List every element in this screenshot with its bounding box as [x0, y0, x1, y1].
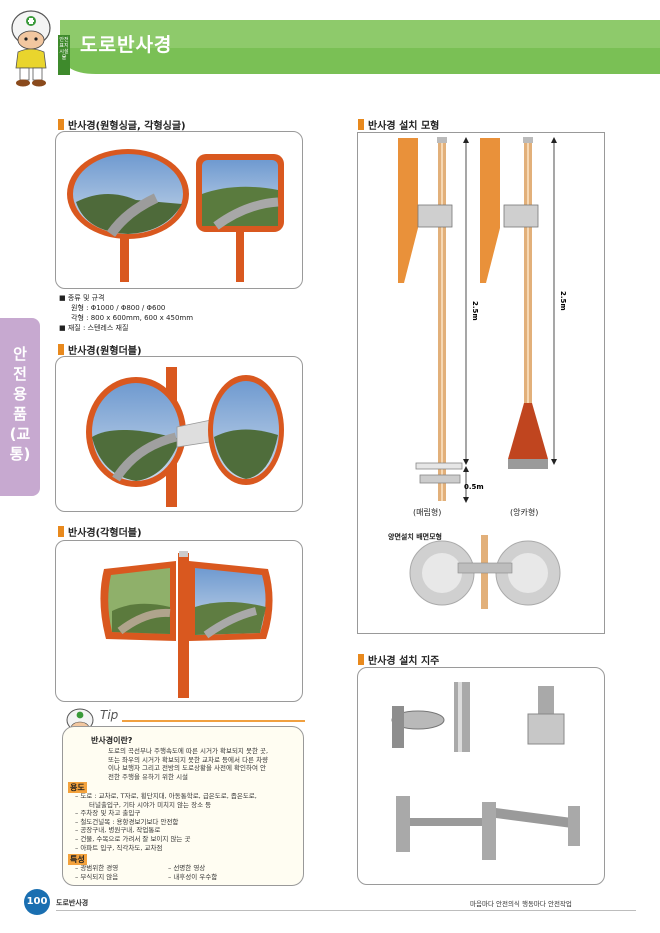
page-title: 도로반사경: [80, 34, 173, 56]
side-tab-label: 안전용품(교통): [9, 345, 31, 463]
spec-line: 원형 : Φ1000 / Φ800 / Φ600: [71, 304, 166, 312]
section-marker-icon: [58, 344, 64, 355]
page-number-badge: [24, 889, 50, 915]
spec-line: ■ 종류 및 규격: [59, 294, 105, 302]
round-double-mirror-image: [86, 367, 284, 507]
usage-line: – 철도건널목 : 용항경보기보다 안전함: [75, 817, 179, 826]
square-double-mirror-image: [100, 551, 273, 698]
tip-feature-title: 특성: [68, 854, 87, 865]
header-bar: [0, 18, 660, 76]
usage-line: – 공장구내, 병원구내, 작업통로: [75, 826, 161, 835]
footer-right-text: 마음마다 안전의식 행동마다 안전작업: [470, 900, 572, 908]
spec-line: ■ 재질 : 스텐레스 재질: [59, 324, 129, 332]
height-label-type1: 2.5m: [471, 301, 479, 321]
feature-line: – 선명한 영상: [168, 864, 206, 872]
header-badge: 안전 표지 시설물: [58, 35, 70, 75]
install-diagram: [398, 137, 561, 609]
section-marker-icon: [358, 119, 364, 130]
tip-box: 반사경이란? 도로의 곡선부나 주행속도에 따른 시거가 확보되지 못한 곳, …: [62, 726, 304, 886]
feature-line: – 광범위한 경영: [75, 864, 119, 872]
depth-label: 0.5m: [464, 483, 484, 491]
section-title-text: 반사경(각형더블): [68, 528, 142, 539]
product-frame-square-double: [55, 540, 303, 702]
height-label-type2: 2.5m: [559, 291, 567, 311]
tip-underline: [122, 720, 305, 722]
tip-question-body: 도로의 곡선부나 주행속도에 따른 시거가 확보되지 못한 곳, 또는 좌우의 …: [108, 747, 300, 781]
back-model-label: 양면설치 배면모형: [388, 533, 442, 541]
footer: 100 도로반사경 마음마다 안전의식 행동마다 안전작업: [0, 888, 660, 916]
tip-usage-list: – 도로 : 교차로, T자로, 횡단지대, 아동통학로, 급은도로, 좁은도로…: [75, 792, 301, 852]
single-mirrors-image: [67, 149, 284, 282]
section-marker-icon: [58, 119, 64, 130]
section-title-text: 반사경 설치 모형: [368, 121, 440, 132]
section-title-single: 반사경(원형싱글, 각형싱글): [58, 117, 186, 132]
tip-body-line: 또는 좌우의 시거가 확보되지 못한 교차로 등에서 다른 차량: [108, 755, 269, 764]
usage-line: – 아파트 입구, 직각차도, 교차점: [75, 843, 163, 852]
product-specs: ■ 종류 및 규격 원형 : Φ1000 / Φ800 / Φ600 각형 : …: [59, 293, 193, 333]
usage-line: – 도로 : 교차로, T자로, 횡단지대, 아동통학로, 급은도로, 좁은도로…: [75, 792, 257, 800]
usage-line: – 주차장 및 차고 출입구: [75, 809, 141, 818]
section-title-text: 반사경(원형싱글, 각형싱글): [68, 121, 186, 132]
section-title-text: 반사경(원형더블): [68, 346, 142, 357]
usage-line: 터널출입구, 기타 시야가 미치지 않는 장소 등: [89, 800, 212, 809]
tip-body-line: 도로의 곡선부나 주행속도에 따른 시거가 확보되지 못한 곳,: [108, 747, 269, 755]
footer-rule: [56, 910, 636, 911]
feature-line: – 부식되지 않음: [75, 872, 119, 881]
tip-body-line: 이나 보행자 그리고 전방의 도로상황을 사전에 확인하여 안: [108, 764, 266, 773]
install-model-frame: 2.5m 2.5m 0.5m (매립형) (앙카형) 양면설치 배면모형: [357, 132, 605, 634]
spec-line: 각형 : 800 x 600mm, 600 x 450mm: [71, 314, 194, 322]
tip-label: Tip: [100, 708, 119, 722]
support-frame: [357, 667, 605, 885]
product-frame-round-double: [55, 356, 303, 512]
tip-body-line: 전한 주행을 유하기 위한 시설: [108, 772, 189, 781]
side-tab: 안전용품(교통): [0, 318, 40, 496]
tip-features-right: – 선명한 영상 – 내후성이 우수함: [168, 864, 278, 881]
type2-label: (앙카형): [510, 508, 539, 517]
footer-left-text: 도로반사경: [56, 899, 89, 907]
section-title-text: 반사경 설치 지주: [368, 656, 440, 667]
usage-line: – 건물, 수목으로 가려서 잘 보이지 않는 곳: [75, 834, 191, 843]
support-parts-image: [391, 682, 580, 860]
section-title-square-double: 반사경(각형더블): [58, 524, 142, 539]
section-marker-icon: [358, 654, 364, 665]
product-frame-single: [55, 131, 303, 289]
page-number: 100: [26, 896, 48, 907]
feature-line: – 내후성이 우수함: [168, 872, 218, 881]
section-title-install: 반사경 설치 모형: [358, 117, 439, 132]
section-title-round-double: 반사경(원형더블): [58, 342, 142, 357]
header-background: [60, 20, 660, 74]
section-marker-icon: [58, 526, 64, 537]
tip-features-left: – 광범위한 경영 – 부식되지 않음: [75, 864, 165, 881]
tip-question-title: 반사경이란?: [91, 736, 133, 745]
tip-usage-title: 용도: [68, 782, 87, 793]
mascot-icon: [11, 10, 51, 87]
section-title-support: 반사경 설치 지주: [358, 652, 439, 667]
type1-label: (매립형): [413, 508, 442, 517]
